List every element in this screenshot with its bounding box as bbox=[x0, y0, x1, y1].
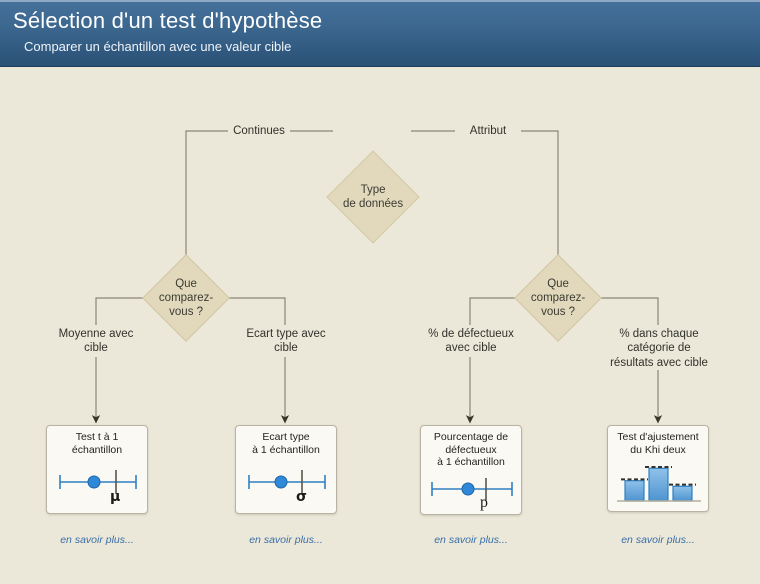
interval-plot-icon: μ bbox=[50, 461, 144, 507]
decision-node-compare-right-label: Que comparez- vous ? bbox=[531, 277, 585, 319]
label-line-1: Type bbox=[360, 183, 386, 196]
page-header: Sélection d'un test d'hypothèse Comparer… bbox=[0, 0, 760, 67]
label-line-2: de données bbox=[342, 198, 404, 210]
bar bbox=[672, 485, 693, 502]
edge-label-continues: Continues bbox=[228, 124, 290, 139]
result-card-one-sample-stdev[interactable]: Ecart type à 1 échantillon σ bbox=[235, 425, 337, 515]
result-card-chi-square[interactable]: Test d'ajustement du Khi deux bbox=[607, 425, 709, 513]
decision-node-data-type[interactable]: Type de données bbox=[326, 150, 420, 244]
label-line-3: vous ? bbox=[169, 305, 203, 318]
edge-label-attribut: Attribut bbox=[455, 124, 521, 139]
bar bbox=[624, 480, 645, 502]
label-line-3: vous ? bbox=[541, 305, 575, 318]
learn-more-link-one-sample-t[interactable]: en savoir plus... bbox=[60, 534, 134, 546]
result-card-title: Test d'ajustement du Khi deux bbox=[617, 431, 699, 456]
edge-label-pct-category-vs-target: % dans chaque catégorie de résultats ave… bbox=[600, 327, 718, 371]
bar bbox=[648, 467, 669, 502]
symbol-sigma: σ bbox=[296, 489, 307, 506]
decision-node-data-type-label: Type de données bbox=[343, 183, 403, 211]
decision-node-compare-left[interactable]: Que comparez- vous ? bbox=[142, 254, 230, 342]
edge-label-pct-defective-vs-target: % de défectueux avec cible bbox=[414, 327, 528, 356]
page-title: Sélection d'un test d'hypothèse bbox=[13, 8, 323, 33]
flowchart-canvas: Type de données Continues Attribut Que c… bbox=[0, 67, 760, 584]
interval-plot-icon: σ bbox=[239, 461, 333, 507]
label-line-2: comparez- bbox=[158, 291, 214, 304]
symbol-p: p bbox=[480, 493, 488, 511]
result-card-title: Test t à 1 échantillon bbox=[71, 431, 123, 456]
symbol-mu: μ bbox=[110, 489, 121, 506]
result-card-title: Ecart type à 1 échantillon bbox=[252, 431, 320, 456]
edge-label-mean-vs-target: Moyenne avec cible bbox=[40, 327, 152, 356]
result-card-one-sample-t[interactable]: Test t à 1 échantillon μ bbox=[46, 425, 148, 515]
bar-chart-icon bbox=[611, 461, 705, 505]
decision-node-compare-left-label: Que comparez- vous ? bbox=[159, 277, 213, 319]
result-card-one-sample-pct-defective[interactable]: Pourcentage de défectueux à 1 échantillo… bbox=[420, 425, 522, 515]
result-card-title: Pourcentage de défectueux à 1 échantillo… bbox=[433, 431, 509, 469]
label-line-1: Que bbox=[175, 277, 197, 290]
learn-more-link-chi-square[interactable]: en savoir plus... bbox=[621, 534, 695, 546]
interval-plot-icon: p bbox=[424, 474, 518, 511]
learn-more-link-one-sample-pct-defective[interactable]: en savoir plus... bbox=[434, 534, 508, 546]
label-line-1: Que bbox=[547, 277, 569, 290]
label-line-2: comparez- bbox=[530, 291, 586, 304]
learn-more-link-one-sample-stdev[interactable]: en savoir plus... bbox=[249, 534, 323, 546]
page-subtitle: Comparer un échantillon avec une valeur … bbox=[24, 39, 292, 54]
edge-label-stdev-vs-target: Ecart type avec cible bbox=[230, 327, 342, 356]
